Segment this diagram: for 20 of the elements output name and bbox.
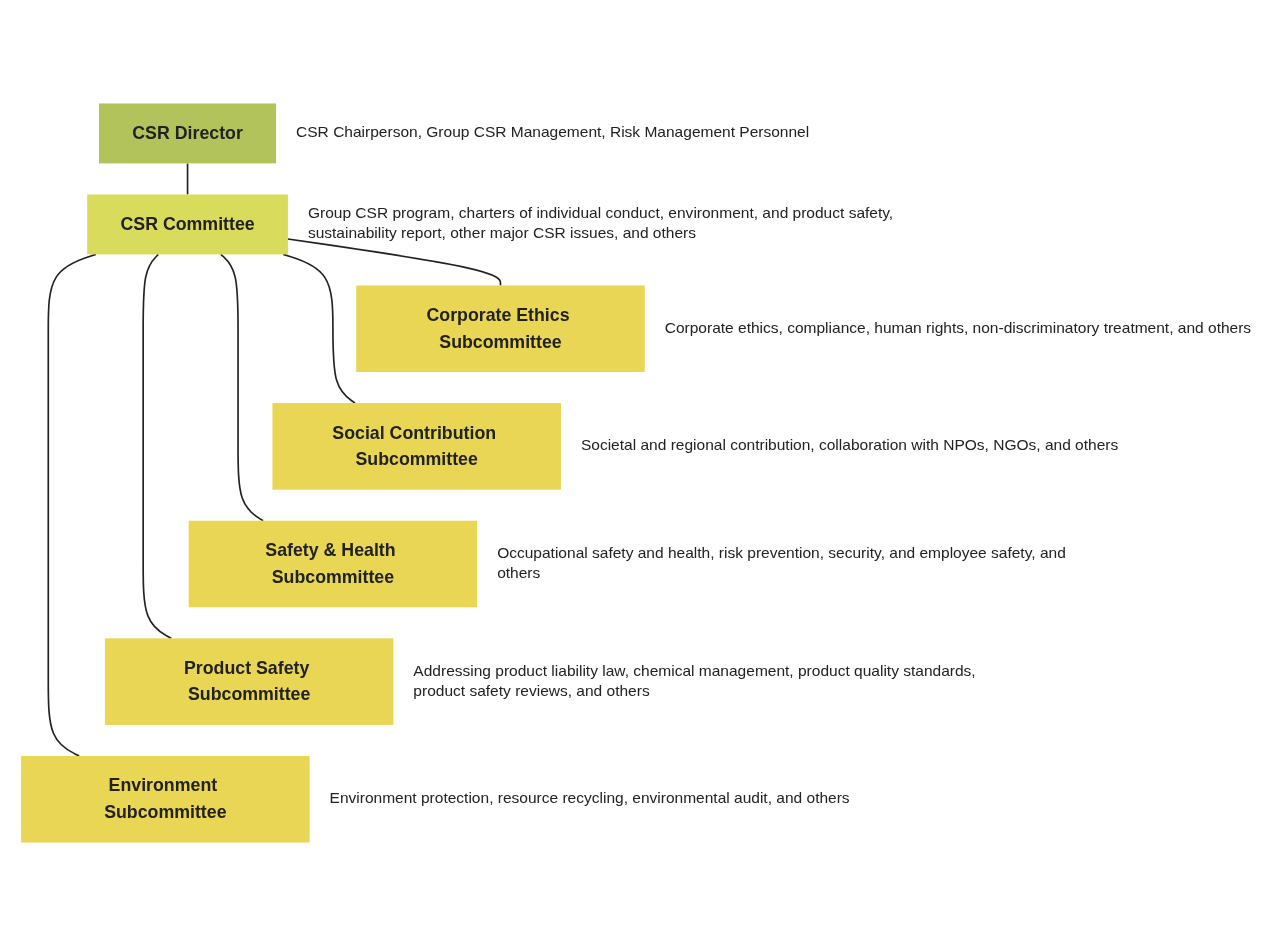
node-box: CSR Director bbox=[99, 103, 277, 164]
node-box: Corporate Ethics Subcommittee bbox=[356, 285, 645, 372]
connector bbox=[186, 162, 189, 196]
description-text: Addressing product liability law, chemical management, product quality standards, product safety reviews, and others bbox=[413, 661, 976, 699]
description-text: CSR Chairperson, Group CSR Management, Risk Management Personnel bbox=[296, 123, 810, 141]
connector bbox=[282, 253, 356, 404]
connector bbox=[219, 253, 264, 522]
description-text: Environment protection, resource recycling, environmental audit, and others bbox=[329, 789, 850, 807]
description-text: Occupational safety and health, risk prevention, security, and employee safety, and others bbox=[497, 544, 1066, 582]
description-text: Group CSR program, charters of individual conduct, environment, and product safety, sustainability report, other major CSR issues, and others bbox=[307, 204, 894, 242]
node-box: Safety & Health Subcommittee bbox=[188, 520, 478, 608]
connector bbox=[142, 253, 172, 640]
node-box: Product Safety Subcommittee bbox=[104, 638, 394, 725]
description-text: Corporate ethics, compliance, human rights, non-discriminatory treatment, and others bbox=[664, 318, 1252, 336]
description-text: Societal and regional contribution, collaboration with NPOs, NGOs, and others bbox=[580, 436, 1119, 454]
node-box: CSR Committee bbox=[87, 194, 288, 255]
connector bbox=[47, 253, 97, 757]
connector bbox=[287, 238, 502, 287]
node-box: Social Contribution Subcommittee bbox=[272, 403, 561, 490]
node-box: Environment Subcommittee bbox=[21, 755, 310, 843]
